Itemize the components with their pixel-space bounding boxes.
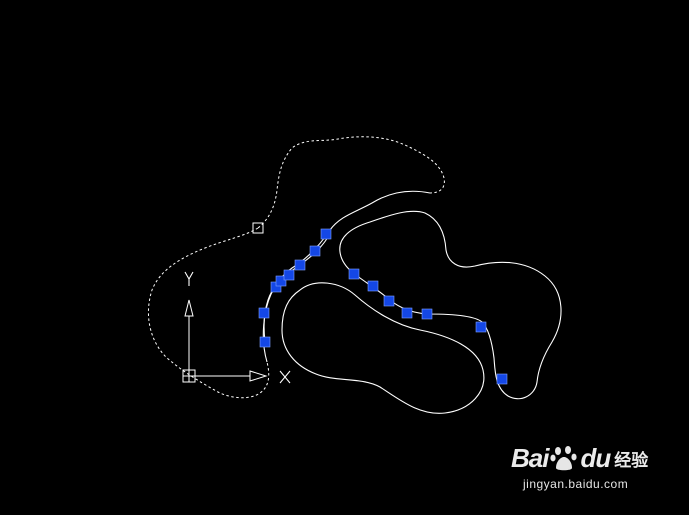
grip-group <box>258 228 508 385</box>
grip-12[interactable] <box>401 307 413 319</box>
grip-4[interactable] <box>275 275 287 287</box>
grip-5[interactable] <box>283 269 295 281</box>
ucs-y-label <box>184 271 194 286</box>
grip-15[interactable] <box>496 373 508 385</box>
baidu-paw-icon <box>550 446 578 471</box>
grip-1[interactable] <box>259 336 271 348</box>
dashed-outline-top[interactable] <box>257 136 445 229</box>
watermark-brand-row: Bai du 经验 <box>511 441 648 475</box>
watermark-brand-du: du <box>580 442 611 473</box>
ucs-x-label <box>279 370 291 384</box>
grip-2[interactable] <box>258 307 270 319</box>
inner-solid-curve[interactable] <box>339 210 562 400</box>
baidu-jingyan-watermark: Bai du 经验 jingyan.baidu.com <box>511 441 651 497</box>
grip-6[interactable] <box>294 259 306 271</box>
grip-14[interactable] <box>475 321 487 333</box>
watermark-brand-jingyan: 经验 <box>614 450 649 471</box>
watermark-url: jingyan.baidu.com <box>523 477 629 491</box>
grip-8[interactable] <box>320 228 332 240</box>
grip-9[interactable] <box>348 268 360 280</box>
ucs-icon <box>182 271 291 384</box>
endpoint-grip-hollow[interactable] <box>252 222 264 234</box>
grip-11[interactable] <box>383 295 395 307</box>
kidney-loop-curve[interactable] <box>281 282 485 414</box>
grip-10[interactable] <box>367 280 379 292</box>
grip-13[interactable] <box>421 308 433 320</box>
watermark-brand-bai: Bai <box>511 442 549 473</box>
dashed-outline-curve[interactable] <box>147 227 270 399</box>
grip-7[interactable] <box>309 245 321 257</box>
